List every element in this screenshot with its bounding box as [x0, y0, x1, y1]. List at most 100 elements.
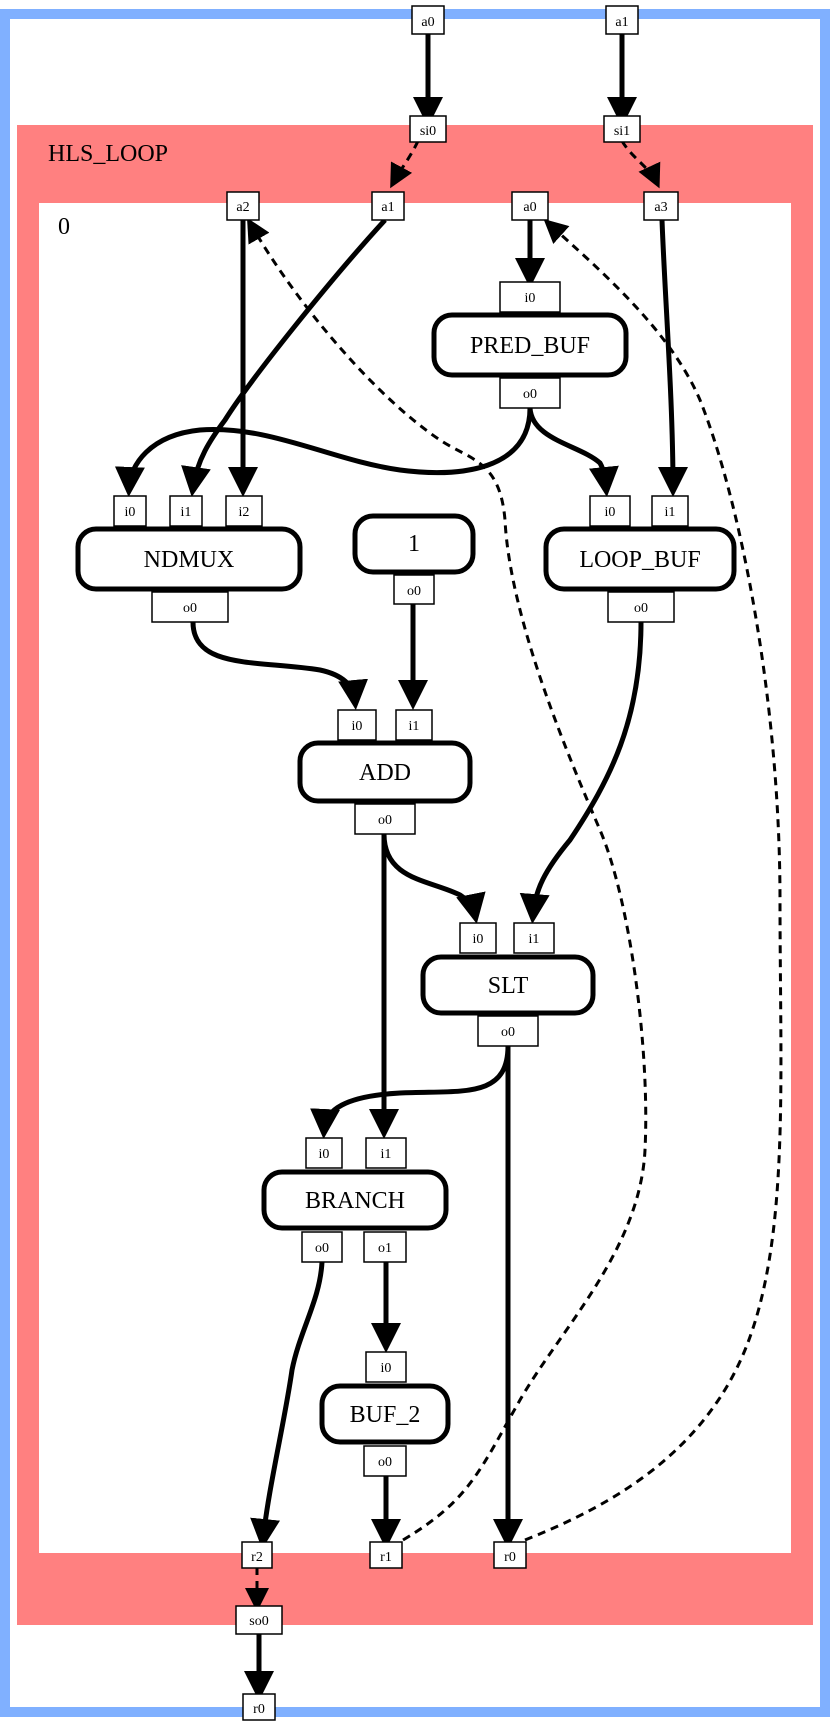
loop-buf-box: LOOP_BUF — [543, 526, 737, 592]
edge-add-slt-i0 — [381, 833, 486, 924]
svg-text:i2: i2 — [239, 505, 250, 520]
edge-r1-a2-back — [247, 217, 648, 1542]
outer-port-r0: r0 — [242, 1693, 276, 1721]
slt-out-o0: o0 — [477, 1015, 539, 1047]
node-loop-buf: i0 i1 LOOP_BUF o0 — [543, 495, 737, 623]
branch-out-o0: o0 — [301, 1231, 343, 1263]
node-slt: i0 i1 SLT o0 — [420, 922, 596, 1047]
svg-text:i0: i0 — [125, 505, 136, 520]
svg-text:o0: o0 — [634, 601, 648, 616]
edge-r0-a0-back — [524, 218, 783, 1542]
edge-branch-r2 — [250, 1261, 325, 1549]
edge-a3-loopbuf-i1 — [657, 219, 688, 498]
svg-text:o0: o0 — [183, 601, 197, 616]
svg-text:r2: r2 — [251, 1550, 263, 1565]
add-in-i0: i0 — [337, 709, 377, 741]
svg-text:si1: si1 — [614, 124, 630, 139]
svg-text:a2: a2 — [236, 200, 249, 215]
svg-text:o0: o0 — [407, 584, 421, 599]
loop-port-si1: si1 — [603, 115, 641, 143]
svg-text:i0: i0 — [525, 291, 536, 306]
svg-text:i1: i1 — [665, 505, 676, 520]
svg-text:NDMUX: NDMUX — [144, 547, 235, 573]
node-branch: i0 i1 BRANCH o0 o1 — [261, 1137, 449, 1263]
slt-box: SLT — [420, 954, 596, 1016]
svg-text:r0: r0 — [504, 1550, 516, 1565]
svg-text:1: 1 — [408, 531, 420, 557]
ndmux-box: NDMUX — [75, 526, 303, 592]
loop-buf-in-i1: i1 — [651, 495, 689, 527]
inner-port-r1: r1 — [369, 1541, 403, 1569]
slt-in-i0: i0 — [459, 922, 497, 954]
svg-text:a1: a1 — [381, 200, 394, 215]
add-box: ADD — [297, 740, 473, 804]
node-pred-buf: i0 PRED_BUF o0 — [431, 281, 629, 409]
svg-text:i0: i0 — [605, 505, 616, 520]
const-1-box: 1 — [352, 513, 476, 575]
outer-port-a1: a1 — [605, 5, 639, 35]
ndmux-in-i0: i0 — [113, 495, 147, 527]
svg-text:i0: i0 — [319, 1147, 330, 1162]
loop-port-so0: so0 — [235, 1605, 283, 1635]
svg-text:si0: si0 — [420, 124, 436, 139]
const-1-out-o0: o0 — [393, 574, 435, 605]
svg-text:o0: o0 — [523, 387, 537, 402]
add-out-o0: o0 — [354, 803, 416, 835]
svg-text:i0: i0 — [381, 1361, 392, 1376]
svg-text:r0: r0 — [253, 1702, 265, 1717]
node-ndmux: i0 i1 i2 NDMUX o0 — [75, 495, 303, 623]
loop-port-si0: si0 — [409, 115, 447, 143]
add-in-i1: i1 — [395, 709, 433, 741]
branch-in-i1: i1 — [365, 1137, 407, 1169]
svg-text:i1: i1 — [181, 505, 192, 520]
slt-in-i1: i1 — [513, 922, 555, 954]
branch-box: BRANCH — [261, 1169, 449, 1231]
buf-2-out-o0: o0 — [363, 1445, 407, 1477]
buf-2-in-i0: i0 — [365, 1351, 407, 1383]
svg-text:o1: o1 — [378, 1241, 392, 1256]
edges — [114, 34, 783, 1702]
svg-text:i1: i1 — [529, 932, 540, 947]
svg-text:o0: o0 — [378, 1455, 392, 1470]
svg-text:i1: i1 — [381, 1147, 392, 1162]
loop-buf-out-o0: o0 — [607, 591, 675, 623]
svg-text:o0: o0 — [501, 1025, 515, 1040]
edge-predbuf-ndmux-i0 — [114, 407, 533, 497]
ndmux-out-o0: o0 — [151, 591, 229, 623]
svg-text:r1: r1 — [380, 1550, 392, 1565]
svg-text:SLT: SLT — [488, 973, 529, 999]
hls-loop-label: HLS_LOOP — [48, 141, 168, 167]
svg-text:BRANCH: BRANCH — [305, 1188, 405, 1214]
ndmux-in-i2: i2 — [225, 495, 263, 527]
inner-port-a2: a2 — [226, 191, 260, 221]
ndmux-in-i1: i1 — [169, 495, 203, 527]
svg-text:a0: a0 — [421, 15, 434, 30]
inner-port-a0: a0 — [511, 191, 549, 221]
pred-buf-out-o0: o0 — [499, 377, 561, 409]
buf-2-box: BUF_2 — [319, 1383, 451, 1445]
edge-ndmux-add-i0 — [190, 621, 369, 710]
loop-buf-in-i0: i0 — [589, 495, 631, 527]
edge-si0-a1 — [390, 140, 420, 189]
svg-text:i1: i1 — [409, 719, 420, 734]
svg-text:PRED_BUF: PRED_BUF — [470, 333, 590, 359]
pred-buf-in-i0: i0 — [499, 281, 561, 313]
branch-out-o1: o1 — [363, 1231, 407, 1263]
edge-predbuf-loopbuf-i0 — [527, 407, 619, 497]
inner-port-a1: a1 — [371, 191, 405, 221]
pred-buf-box: PRED_BUF — [431, 312, 629, 378]
inner-port-a3: a3 — [643, 191, 679, 221]
svg-text:a0: a0 — [523, 200, 536, 215]
node-add: i0 i1 ADD o0 — [297, 709, 473, 835]
inner-port-r0: r0 — [493, 1541, 527, 1569]
svg-text:o0: o0 — [315, 1241, 329, 1256]
edge-si1-a3 — [620, 140, 661, 189]
svg-text:ADD: ADD — [359, 760, 411, 786]
svg-text:o0: o0 — [378, 813, 392, 828]
edge-slt-branch-i0 — [310, 1045, 511, 1139]
inner-cluster-label: 0 — [58, 214, 70, 240]
edge-loopbuf-slt-i1 — [519, 621, 644, 924]
branch-in-i0: i0 — [305, 1137, 343, 1169]
outer-port-a0: a0 — [411, 5, 445, 35]
